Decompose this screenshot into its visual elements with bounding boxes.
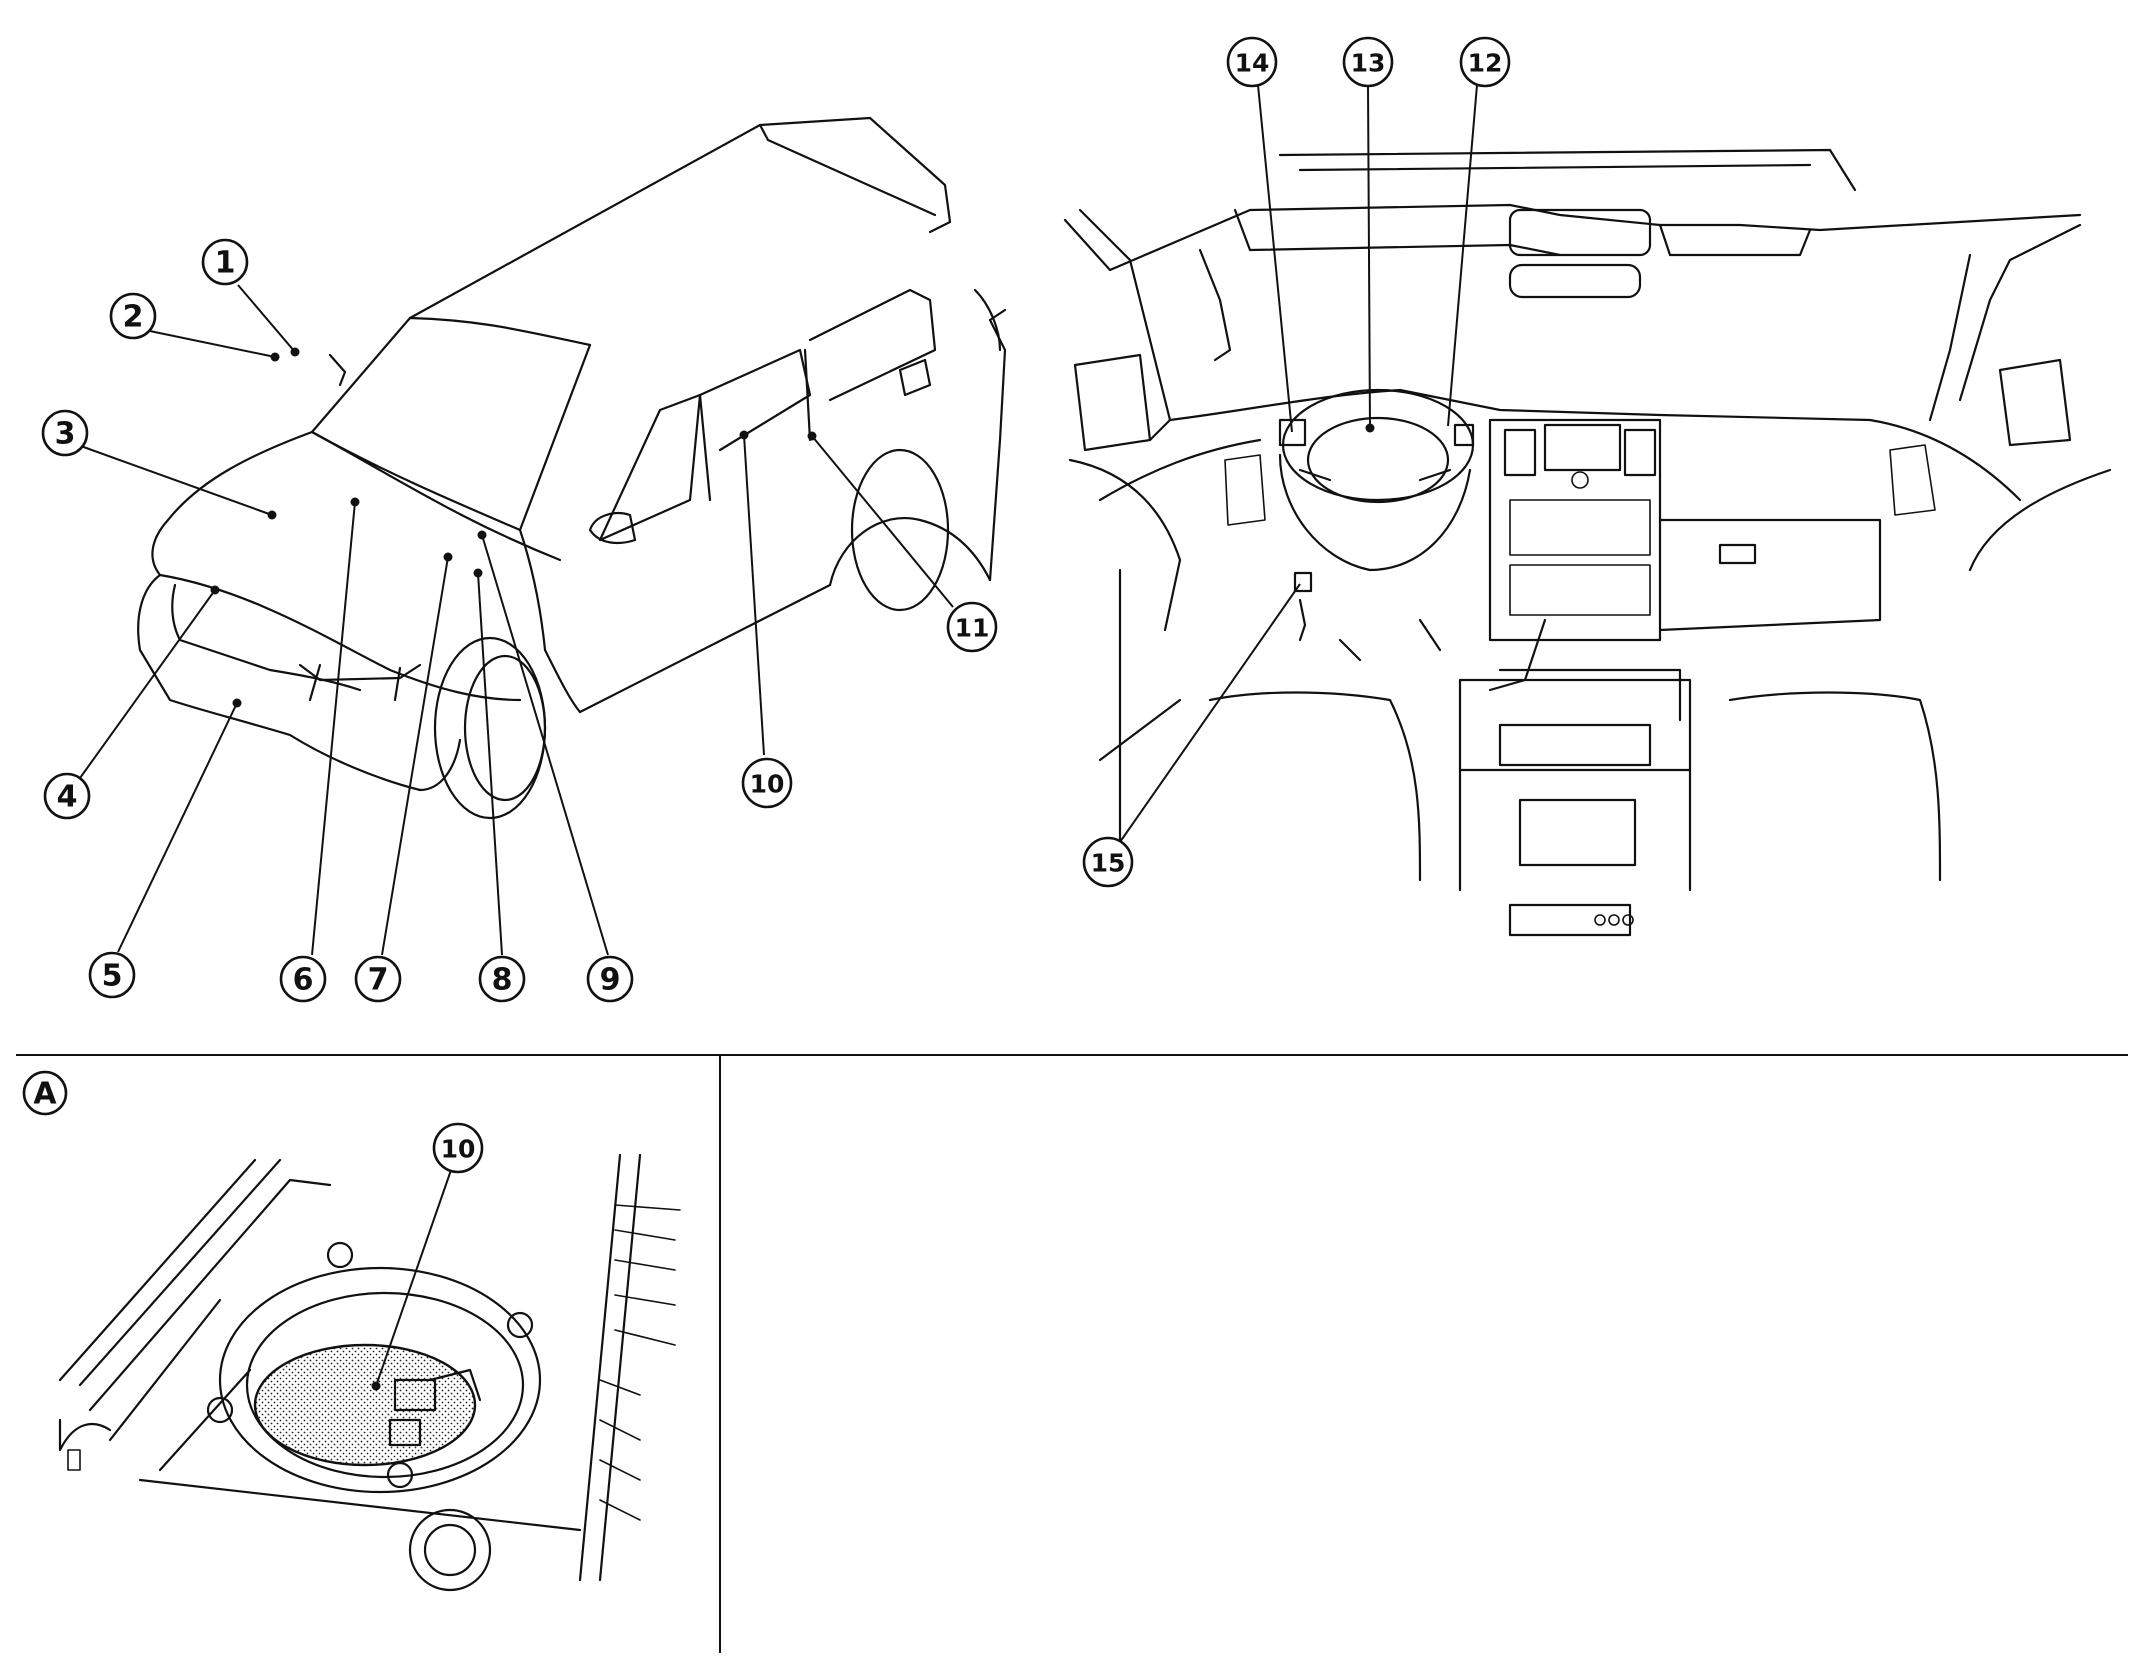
callout-8: 8 [478, 955, 526, 1003]
callout-11: 11 [946, 601, 998, 653]
callout-12: 12 [1459, 36, 1511, 88]
callout-3: 3 [41, 409, 89, 457]
callout-6: 6 [279, 955, 327, 1003]
svg-text:15: 15 [1091, 849, 1126, 878]
svg-text:10: 10 [441, 1135, 476, 1164]
svg-text:1: 1 [215, 246, 236, 281]
callout-1: 1 [201, 238, 249, 286]
svg-text:14: 14 [1235, 49, 1270, 78]
svg-text:12: 12 [1468, 49, 1503, 78]
vehicle-interior-illustration [1063, 148, 2112, 937]
callout-9: 9 [586, 955, 634, 1003]
svg-text:6: 6 [293, 963, 314, 998]
svg-text:4: 4 [57, 780, 78, 815]
detail-callout-10: 10 [432, 1122, 484, 1174]
callout-4: 4 [43, 772, 91, 820]
svg-text:11: 11 [955, 614, 990, 643]
svg-text:13: 13 [1351, 49, 1386, 78]
svg-text:10: 10 [750, 770, 785, 799]
detail-a-illustration [58, 1153, 681, 1592]
svg-text:9: 9 [600, 963, 621, 998]
callout-5: 5 [88, 951, 136, 999]
svg-text:3: 3 [55, 417, 76, 452]
detail-label-a: A [22, 1070, 68, 1116]
svg-text:7: 7 [368, 963, 389, 998]
svg-text:8: 8 [492, 963, 513, 998]
svg-text:A: A [33, 1077, 57, 1112]
callout-10: 10 [741, 757, 793, 809]
callout-13: 13 [1342, 36, 1394, 88]
callout-14: 14 [1226, 36, 1278, 88]
leader-lines [77, 84, 1478, 1387]
svg-text:2: 2 [123, 300, 144, 335]
location-dots [210, 347, 1375, 1391]
callout-2: 2 [109, 292, 157, 340]
vehicle-exterior-illustration [137, 116, 1007, 820]
callout-15: 15 [1082, 836, 1134, 888]
svg-text:5: 5 [102, 959, 123, 994]
callout-7: 7 [354, 955, 402, 1003]
